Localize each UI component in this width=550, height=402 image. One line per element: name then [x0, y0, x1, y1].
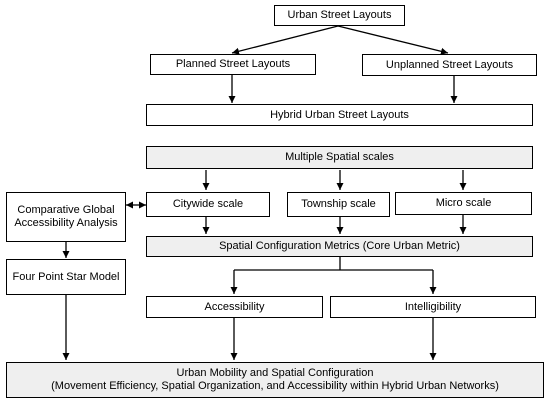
node-micro-scale: Micro scale	[395, 192, 532, 215]
node-citywide-scale: Citywide scale	[146, 192, 270, 217]
node-township-scale: Township scale	[287, 192, 390, 217]
node-multiple-spatial-scales: Multiple Spatial scales	[146, 146, 533, 169]
node-urban-street-layouts: Urban Street Layouts	[274, 5, 405, 26]
outcome-title: Urban Mobility and Spatial Configuration	[176, 367, 374, 379]
node-four-point-star-model: Four Point Star Model	[6, 259, 126, 295]
node-intelligibility: Intelligibility	[330, 296, 536, 318]
node-comparative-global-accessibility-analysis: Comparative Global Accessibility Analysi…	[6, 192, 126, 242]
node-urban-mobility-and-spatial-configuration: Urban Mobility and Spatial Configuration…	[6, 362, 544, 398]
arrow-root-planned	[231, 25, 339, 55]
arrow-root-unplanned	[337, 25, 449, 55]
outcome-subtitle: (Movement Efficiency, Spatial Organizati…	[51, 380, 499, 392]
node-accessibility: Accessibility	[146, 296, 323, 318]
node-spatial-configuration-metrics: Spatial Configuration Metrics (Core Urba…	[146, 236, 533, 257]
node-hybrid-urban-street-layouts: Hybrid Urban Street Layouts	[146, 104, 533, 126]
node-planned-street-layouts: Planned Street Layouts	[150, 54, 316, 75]
node-unplanned-street-layouts: Unplanned Street Layouts	[362, 54, 537, 76]
